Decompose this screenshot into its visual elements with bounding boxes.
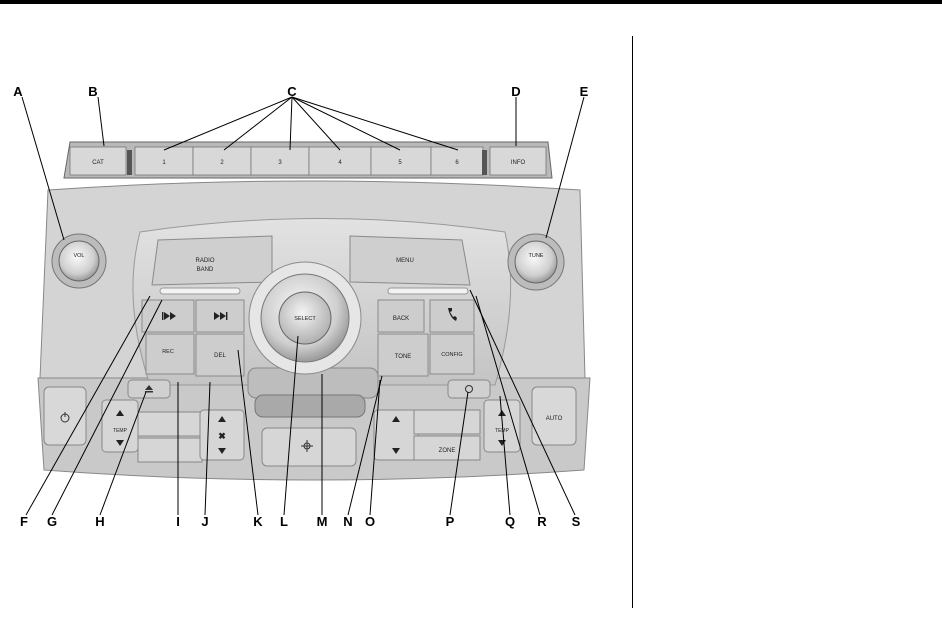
callout-j: J [201,514,209,529]
preset-3-label: 3 [278,160,282,166]
callout-l: L [280,514,288,529]
callout-p: P [445,514,455,529]
temp-right-label: TEMP [495,428,510,434]
callout-f: F [20,514,28,529]
fan-speed-right-icon [392,416,400,454]
tone-label: TONE [395,354,412,360]
callout-b: B [88,84,98,99]
callout-g: G [46,514,58,529]
preset-5-label: 5 [398,160,402,166]
svg-text:✖: ✖ [218,431,226,441]
info-label: INFO [511,160,526,166]
power-icon [60,412,70,423]
page-top-rule [0,0,942,4]
eject-icon [145,385,153,393]
select-label: SELECT [294,316,316,322]
temp-left-arrows-icon [116,410,124,446]
menu-label: MENU [396,258,414,264]
callout-s: S [571,514,581,529]
callout-o: O [364,514,376,529]
preset-4-label: 4 [338,160,342,166]
callout-q: Q [504,514,516,529]
zone-label: ZONE [439,448,456,454]
preset-1-label: 1 [162,160,166,166]
preset-strip-buttons [69,146,547,176]
info-button-shape [489,146,547,176]
seek-back-icon [162,312,176,320]
cat-label: CAT [92,160,104,166]
band-label: BAND [197,267,214,273]
callout-m: M [316,514,328,529]
radio-label: RADIO [195,258,214,264]
tune-label: TUNE [529,253,544,259]
fan-icon [301,440,313,452]
preset-2-label: 2 [220,160,224,166]
callout-k: K [253,514,263,529]
temp-left-label: TEMP [113,428,128,434]
callout-r: R [537,514,547,529]
fan-speed-left-icon: ✖ [218,416,226,454]
phone-power-icon [465,385,473,393]
auto-label: AUTO [546,416,563,422]
column-divider [632,36,633,608]
vol-label: VOL [73,253,84,259]
preset-6-label: 6 [455,160,459,166]
callout-h: H [95,514,105,529]
callout-n: N [343,514,353,529]
back-label: BACK [393,316,409,322]
callout-a: A [13,84,23,99]
callout-d: D [511,84,521,99]
rec-label: REC [162,349,174,355]
phone-icon [448,308,457,321]
callout-i: I [176,514,180,529]
seek-forward-icon [214,312,228,320]
callout-leaders [21,96,585,516]
callout-c: C [287,84,297,99]
del-label: DEL [214,353,226,359]
config-label: CONFIG [441,352,462,358]
callout-e: E [579,84,589,99]
cat-button-shape [69,146,127,176]
